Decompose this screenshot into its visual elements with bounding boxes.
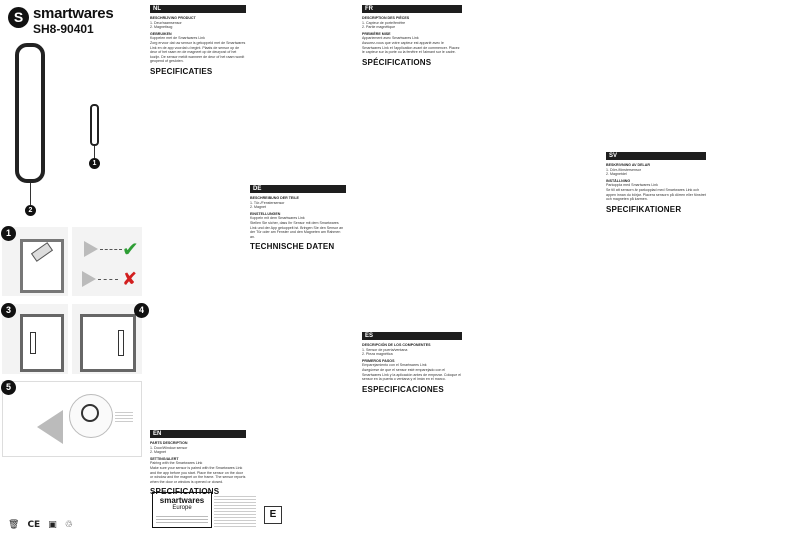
step-3-number: 3 — [1, 303, 16, 318]
section-heading: GEBRUIKEN — [150, 31, 172, 36]
brand-logo: S — [8, 7, 29, 28]
specifications-heading: SPECIFIKATIONER — [606, 204, 682, 214]
sensor-mounted-image — [30, 332, 36, 354]
language-tag: FR — [362, 5, 462, 13]
parts-item: 2. Magnet — [150, 450, 166, 455]
step-1-number: 1 — [1, 226, 16, 241]
section-heading: SETTING/ALERT — [150, 456, 179, 461]
paragraph-title: Pairing with the Smartwares Link — [150, 461, 203, 466]
section-heading: PARTS DESCRIPTION — [150, 441, 188, 445]
section-heading: BESKRIVNING AV DELAR — [606, 163, 650, 167]
step-3-panel — [2, 304, 68, 374]
parts-item: 2. Magnet — [250, 205, 266, 210]
cross-icon: ✘ — [122, 269, 138, 290]
recycle-icon: ♲ — [64, 520, 73, 530]
parts-item: 1. Tür-/Fenstersensor — [250, 200, 285, 205]
body-text: Assurez-vous que votre capteur est appar… — [362, 40, 460, 55]
sensor-correct-image — [84, 241, 98, 257]
paragraph-title: Koppeln mit dem Smartwares Link — [250, 216, 305, 221]
paragraph-title: Appariement avec Smartwares Link — [362, 36, 419, 41]
body-text: Stellen Sie sicher, dass Ihr Sensor mit … — [250, 220, 344, 239]
paragraph-title: Parkoppla med Smartwares Link — [606, 183, 658, 188]
ukca-mark-icon: ▣ — [48, 520, 57, 530]
callout-2: 2 — [25, 205, 36, 216]
section-heading: BESCHRIJVING PRODUCT — [150, 16, 196, 20]
specifications-heading: ESPECIFICACIONES — [362, 384, 444, 394]
language-tag: ES — [362, 332, 462, 340]
language-tag: EN — [150, 430, 246, 438]
parts-item: 1. Deur/raamsensor — [150, 20, 182, 25]
section-heading: BESCHREIBUNG DER TEILE — [250, 196, 299, 200]
section-heading: INSTÄLLNING — [606, 178, 631, 183]
parts-item: 2. Pieza magnética — [362, 352, 393, 357]
body-text: Make sure your sensor is paired with the… — [150, 465, 246, 484]
parts-item: 2. Magnetdel — [606, 172, 627, 177]
section-heading: PREMIÈRE MISE — [362, 31, 391, 36]
sensor-open-image — [37, 410, 63, 444]
callout-1: 1 — [89, 158, 100, 169]
specifications-heading: SPÉCIFICATIONS — [362, 57, 432, 67]
check-icon: ✔ — [122, 237, 139, 261]
body-text: Zorg ervoor dat uw sensor is gekoppeld m… — [150, 40, 246, 64]
parts-item: 1. Dörr-/fönstersensor — [606, 167, 641, 172]
callout-leader — [94, 146, 95, 158]
model-number: SH8-90401 — [33, 22, 94, 36]
address-box: smartwares Europe — [152, 492, 212, 528]
language-tag: NL — [150, 5, 246, 13]
specifications-heading: SPECIFICATIONS — [150, 487, 220, 497]
section-heading: PRIMEROS PASOS — [362, 358, 395, 363]
parts-item: 2. Partie magnétique — [362, 25, 396, 30]
section-heading: EINSTELLUNGEN — [250, 211, 281, 216]
paragraph-title: Emparejamiento con el Smartwares Link — [362, 363, 427, 368]
paragraph-title: Koppelen met de Smartwares Link — [150, 36, 205, 41]
language-tag: DE — [250, 185, 346, 193]
box-label-icon: E — [264, 506, 282, 524]
body-text: Se till att sensorn är parkopplad med Sm… — [606, 187, 706, 202]
step-2-panel: ✔ ✘ — [72, 227, 142, 296]
section-heading: DESCRIPTION DES PIÈCES — [362, 16, 410, 20]
specifications-heading: TECHNISCHE DATEN — [250, 242, 335, 252]
step-4-panel — [72, 304, 142, 374]
sensor-magnet-aligned-image — [118, 330, 124, 356]
specifications-heading: SPECIFICATIES — [150, 66, 213, 76]
step-1-panel — [2, 227, 68, 296]
parts-item: 1. Capteur de porte/fenêtre — [362, 20, 406, 25]
magnet-image — [90, 104, 99, 146]
section-heading: DESCRIPCIÓN DE LOS COMPONENTES — [362, 343, 431, 347]
parts-item: 1. Door/Window sensor — [150, 445, 188, 450]
sensor-wrong-image — [82, 271, 96, 287]
callout-leader — [30, 183, 31, 205]
parts-item: 1. Sensor de puerta/ventana — [362, 347, 408, 352]
parts-item: 2. Magnetiscg — [150, 25, 173, 30]
body-text: Asegúrese de que el sensor esté empareja… — [362, 367, 462, 382]
door-window-sensor-image — [15, 43, 45, 183]
step-4-number: 4 — [134, 303, 149, 318]
step-5-panel — [2, 381, 142, 457]
brand-name: smartwares — [33, 5, 114, 22]
trash-bin-icon: 🗑 — [8, 520, 20, 530]
step-5-number: 5 — [1, 380, 16, 395]
language-tag: SV — [606, 152, 706, 160]
ce-mark-icon: CE — [27, 520, 41, 530]
contact-details — [214, 494, 256, 528]
